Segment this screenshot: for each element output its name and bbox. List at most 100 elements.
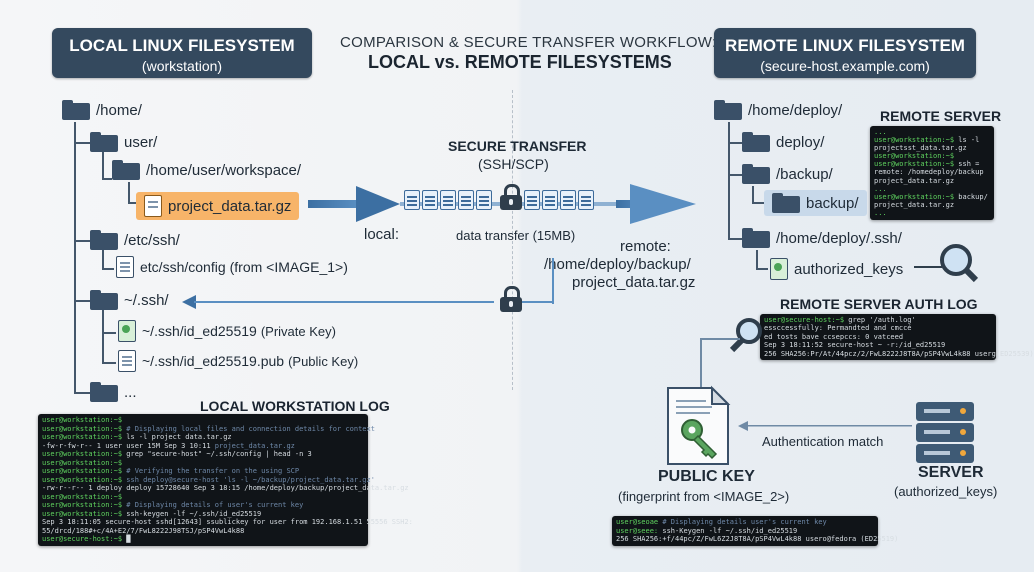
local-filesystem-banner: LOCAL LINUX FILESYSTEM (workstation) (52, 28, 312, 78)
local-tree-project-file[interactable]: project_data.tar.gz (136, 192, 300, 220)
terminal-line: user@workstation:~$ (874, 152, 955, 161)
terminal-line: Sep 3 18:11:05 secure-host sshd[12643] s… (42, 518, 413, 526)
server-icon (916, 423, 974, 442)
data-block-icon (458, 190, 474, 210)
remote-filesystem-banner: REMOTE LINUX FILESYSTEM (secure-host.exa… (714, 28, 976, 78)
local-tree-user[interactable]: user/ (90, 132, 157, 152)
local-banner-title: LOCAL LINUX FILESYSTEM (69, 36, 295, 55)
terminal-line: user@workstation:~$ (42, 492, 123, 501)
data-block-icon (560, 190, 576, 210)
key-fingerprint-terminal[interactable]: user@seoae # Displaying details user's c… (612, 516, 899, 546)
return-arrow (182, 295, 554, 309)
center-divider (512, 90, 513, 390)
remote-tree-ssh-dir[interactable]: /home/deploy/.ssh/ (742, 228, 902, 248)
transfer-remote-label-3: project_data.tar.gz (572, 274, 696, 291)
remote-banner-subtitle: (secure-host.example.com) (760, 58, 930, 74)
terminal-line: remote: /homedeploy/backup (874, 168, 984, 177)
transfer-remote-label-2: /home/deploy/backup/ (544, 256, 691, 273)
local-tree-dot-ssh[interactable]: ~/.ssh/ (90, 290, 169, 310)
config-file-icon (116, 256, 134, 278)
remote-tree-deploy[interactable]: deploy/ (742, 132, 824, 152)
remote-banner-title: REMOTE LINUX FILESYSTEM (725, 36, 965, 55)
local-tree-etc-ssh[interactable]: /etc/ssh/ (90, 230, 180, 250)
terminal-line: ... (874, 128, 887, 136)
local-tree-ssh-config[interactable]: etc/ssh/config (from <IMAGE_1>) (116, 256, 348, 278)
folder-icon (714, 100, 742, 120)
remote-tree-home-deploy[interactable]: /home/deploy/ (714, 100, 842, 120)
terminal-line: user@workstation:~$ ls -l project data.t… (42, 433, 232, 441)
magnifier-icon (940, 244, 979, 283)
terminal-line: user@workstation:~$ ssh = (874, 160, 980, 169)
data-block-icon (440, 190, 456, 210)
private-key-icon (118, 320, 136, 342)
remote-tree-backup-parent[interactable]: /backup/ (742, 164, 833, 184)
data-block-icon (404, 190, 420, 210)
server-icon (916, 402, 974, 421)
local-tree-home[interactable]: /home/ (62, 100, 142, 120)
terminal-line: user@workstation:~$ grep "secure-host" ~… (42, 450, 312, 458)
server-subtitle: (authorized_keys) (894, 484, 998, 499)
public-key-document-icon (667, 385, 731, 465)
key-file-icon (770, 258, 788, 280)
terminal-line: user@workstation:~$ backup/ (874, 192, 988, 201)
terminal-line: ... (874, 208, 887, 217)
folder-icon (772, 193, 800, 213)
terminal-line: projectsst_data.tar.gz (874, 144, 967, 153)
data-block-icon (542, 190, 558, 210)
transfer-local-label: local: (364, 226, 400, 243)
public-key-title: PUBLIC KEY (658, 468, 755, 485)
terminal-line: user@secure-host:~$ grep '/auth.log' (764, 316, 916, 324)
data-blocks (404, 190, 596, 210)
terminal-line: user@workstation:~$ # Displaying details… (42, 501, 304, 509)
folder-icon (742, 228, 770, 248)
terminal-line: user@workstation:~$ (42, 458, 123, 467)
terminal-line: Sep 3 18:11:52 secure-host ~ -r:/id_ed25… (764, 341, 946, 350)
transfer-remote-label-1: remote: (620, 238, 671, 255)
data-block-icon (578, 190, 594, 210)
terminal-line: user@workstation:~$ # Displaying local f… (42, 424, 375, 433)
local-tree-public-key[interactable]: ~/.ssh/id_ed25519.pub (Public Key) (118, 350, 358, 372)
folder-icon (742, 164, 770, 184)
transfer-size-label: data transfer (15MB) (456, 228, 576, 243)
terminal-line: essccessfully: Permandted and cmccé (764, 324, 912, 333)
terminal-line: user@seoae # Displaying details user's c… (616, 518, 827, 526)
lock-icon (500, 286, 522, 312)
transfer-heading: SECURE TRANSFER (448, 138, 587, 154)
local-tree-workspace[interactable]: /home/user/workspace/ (112, 160, 301, 180)
server-icon (916, 444, 974, 463)
terminal-line: project_data.tar.gz (874, 200, 955, 209)
public-key-file-icon (118, 350, 136, 372)
folder-icon (90, 382, 118, 402)
remote-tree-authorized-keys[interactable]: authorized_keys (770, 258, 903, 280)
local-workstation-terminal[interactable]: user@workstation:~$user@workstation:~$ #… (38, 414, 413, 546)
terminal-line: -rw-r--r-- 1 deploy deploy 15728640 Sep … (42, 484, 409, 492)
terminal-line: ed tosts bave ccsepccs: 0 vatceed (764, 332, 904, 341)
terminal-line: 256 SHA256:+f/44pc/Z/FwL6Z2J8T8A/pSP4VwL… (616, 535, 899, 544)
lock-icon (500, 184, 522, 210)
title-line-1: COMPARISON & SECURE TRANSFER WORKFLOW: (340, 34, 717, 51)
remote-tree-backup[interactable]: backup/ (764, 190, 867, 216)
terminal-line: user@workstation:~$ # Verifying the tran… (42, 467, 300, 475)
archive-file-icon (144, 195, 162, 217)
server-title: SERVER (918, 464, 984, 481)
auth-log-heading: REMOTE SERVER AUTH LOG (780, 296, 978, 312)
tree-line (74, 122, 76, 392)
data-block-icon (476, 190, 492, 210)
terminal-line: user@workstation:~$ ssh-keygen -lf ~/.ss… (42, 509, 262, 518)
public-key-subtitle: (fingerprint from <IMAGE_2>) (618, 489, 790, 504)
terminal-line: project_data.tar.gz (874, 176, 955, 185)
terminal-line: user@workstation:~$ ssh deploy@secure-ho… (42, 475, 375, 484)
auth-log-terminal[interactable]: user@secure-host:~$ grep '/auth.log'essc… (760, 314, 1034, 360)
local-banner-subtitle: (workstation) (141, 58, 223, 74)
folder-icon (90, 230, 118, 250)
auth-match-arrow (738, 421, 912, 431)
local-tree-private-key[interactable]: ~/.ssh/id_ed25519 (Private Key) (118, 320, 336, 342)
data-block-icon (524, 190, 540, 210)
local-log-heading: LOCAL WORKSTATION LOG (200, 398, 390, 414)
folder-icon (90, 132, 118, 152)
data-block-icon (422, 190, 438, 210)
folder-icon (90, 290, 118, 310)
terminal-line: user@secure-host:~$ █ (42, 535, 131, 543)
local-tree-more[interactable]: ... (90, 382, 137, 402)
